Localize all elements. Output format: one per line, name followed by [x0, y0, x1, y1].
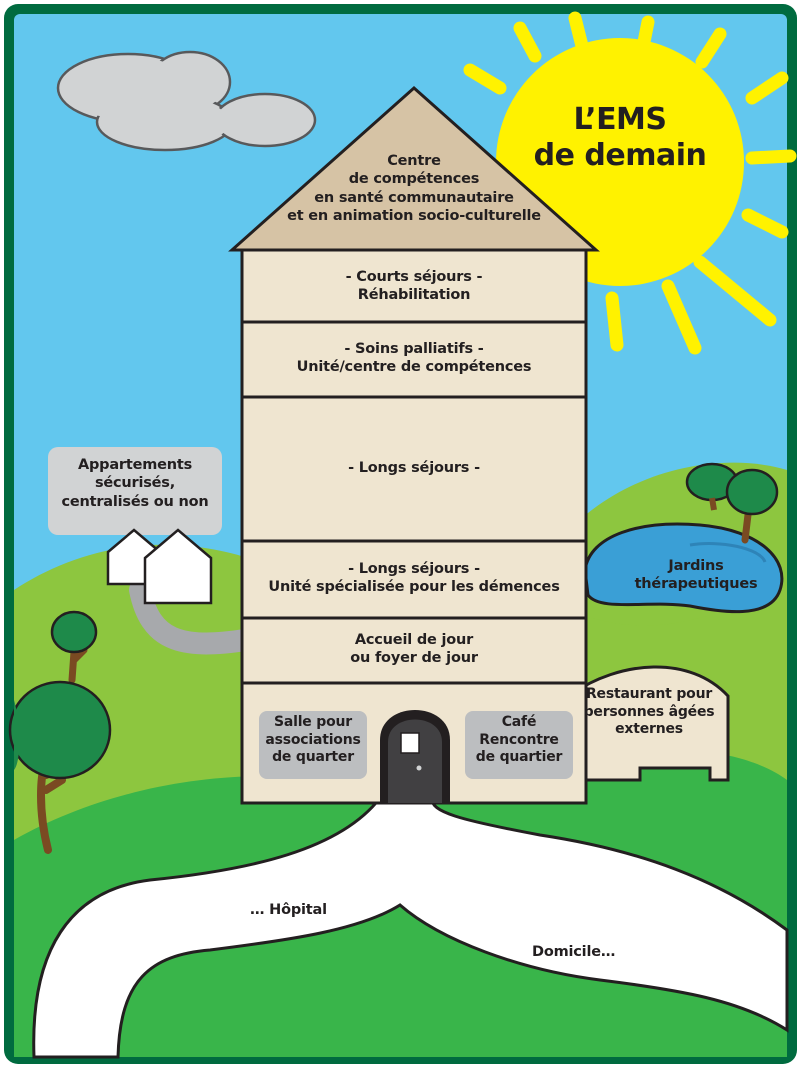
apartments-path: [129, 579, 256, 655]
left-room-line-3: de quarter: [272, 749, 354, 766]
floor-dividers: [242, 320, 586, 685]
roof-line-4: et en animation socio-culturelle: [287, 207, 541, 224]
restaurant-line-2: personnes âgées: [583, 703, 715, 720]
right-room-line-1: Café: [501, 714, 537, 730]
floor-short-stays: - Courts séjours - Réhabilitation: [244, 268, 584, 305]
apartments-line-3: centralisés ou non: [61, 493, 209, 510]
floor-dementia-unit: - Longs séjours - Unité spécialisée pour…: [244, 560, 584, 597]
restaurant-label: Restaurant pour personnes âgées externes: [568, 686, 730, 739]
floor-day-care: Accueil de jour ou foyer de jour: [244, 631, 584, 668]
apartment-houses-icon: [106, 528, 213, 605]
floor-sublabel: Réhabilitation: [357, 287, 471, 304]
gardens-label: Jardins thérapeutiques: [616, 557, 776, 594]
apartments-label: Appartements sécurisés, centralisés ou n…: [48, 456, 222, 511]
sun-rays: [463, 11, 797, 355]
gardens-line-1: Jardins: [668, 558, 724, 574]
apartments-line-1: Appartements: [77, 457, 193, 473]
right-room-line-2: Rencontre: [479, 731, 559, 748]
road-label-hospital: … Hôpital: [250, 902, 327, 918]
floor-long-stays: - Longs séjours -: [244, 459, 584, 477]
restaurant-line-3: externes: [615, 721, 683, 738]
roof-label: Centre de compétences en santé communaut…: [262, 152, 566, 225]
left-room-label: Salle pour associations de quarter: [259, 714, 367, 767]
tree-right: [685, 462, 779, 544]
right-room-label: Café Rencontre de quartier: [465, 714, 573, 767]
tree-left-small: [50, 610, 98, 684]
gardens-line-2: thérapeutiques: [634, 576, 758, 593]
tree-left-big: [8, 680, 112, 854]
road-label-home: Domicile…: [532, 944, 616, 960]
floor-sublabel: Unité/centre de compétences: [296, 359, 532, 376]
door-icon[interactable]: [380, 710, 450, 803]
floor-label: - Longs séjours -: [348, 460, 480, 476]
roof-line-1: Centre: [387, 153, 441, 169]
right-room-line-3: de quartier: [475, 749, 563, 766]
roof-line-2: de compétences: [348, 171, 480, 188]
floor-label: Accueil de jour: [354, 632, 474, 648]
apartments-label-box: [48, 447, 222, 535]
left-room-line-1: Salle pour: [273, 714, 352, 730]
restaurant-annex: [568, 665, 730, 782]
floor-sublabel: ou foyer de jour: [350, 650, 478, 667]
roof: [228, 85, 600, 252]
restaurant-line-1: Restaurant pour: [585, 686, 713, 702]
left-room-line-2: associations: [265, 731, 361, 748]
road: [32, 796, 789, 1059]
left-room-box: [259, 711, 367, 779]
floor-label: - Longs séjours -: [348, 561, 480, 577]
floor-label: - Courts séjours -: [345, 269, 483, 285]
title-line-2: de demain: [533, 138, 707, 173]
floor-palliative: - Soins palliatifs - Unité/centre de com…: [244, 340, 584, 377]
right-room-box: [465, 711, 573, 779]
floor-label: - Soins palliatifs -: [344, 341, 484, 357]
title: L’EMS de demain: [500, 102, 740, 174]
roof-line-3: en santé communautaire: [314, 189, 514, 206]
apartments-line-2: sécurisés,: [94, 475, 176, 492]
title-line-1: L’EMS: [573, 102, 667, 137]
floor-sublabel: Unité spécialisée pour les démences: [268, 579, 560, 596]
